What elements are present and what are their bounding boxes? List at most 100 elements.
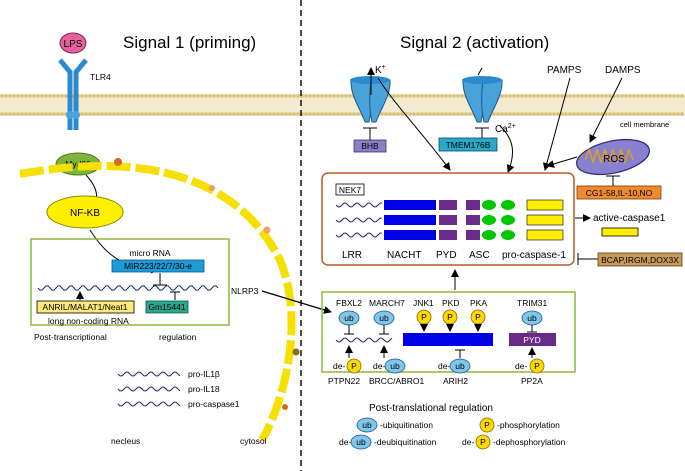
pro-il18-label: pro-IL18 — [188, 384, 220, 394]
cytosol-label: cytosol — [240, 436, 267, 446]
bhb-inhibit — [363, 127, 377, 140]
bcap-inhibit — [577, 253, 598, 265]
tmem-inhibit — [475, 127, 489, 138]
bhb-label: BHB — [361, 141, 379, 151]
microrna-label: micro RNA — [129, 248, 170, 258]
tmem176b-box — [438, 137, 498, 152]
svg-text:ub: ub — [362, 420, 372, 430]
pp2a-label: PP2A — [521, 376, 543, 386]
lncrna-box-1-label: ANRIL/MALAT1/Neat1 — [43, 302, 128, 312]
legend-ubiquitination: ub -ubiquitination — [356, 417, 433, 433]
potassium-channel — [350, 76, 391, 123]
pka-label: PKA — [470, 298, 487, 308]
post-translational-box — [321, 291, 576, 373]
ptm-connectors — [344, 324, 537, 358]
fbxl2-label: FBXL2 — [336, 298, 362, 308]
lncrna-box-2 — [145, 300, 189, 314]
nuclear-pore-dots — [114, 158, 300, 410]
jnk1-label: JNK1 — [413, 298, 434, 308]
arrow-k-complex — [377, 77, 451, 171]
arih2-label: ARIH2 — [443, 376, 468, 386]
legend-dephosphorylation: de- P -dephosphorylation — [462, 434, 566, 450]
svg-text:P: P — [484, 420, 490, 430]
arrow-pamps — [542, 77, 571, 171]
pro-il1b-label: pro-IL1β — [188, 369, 220, 379]
legend-title: Post-translational regulation — [369, 403, 493, 414]
ptm-bottom-markers: de- P de- ub de- ub de- P — [333, 358, 545, 374]
svg-text:de-: de- — [333, 361, 345, 371]
legend-phosphorylation: P -phosphorylation — [479, 417, 560, 433]
ros-inhibitor-label: CG1-58,IL-10,NO — [586, 188, 653, 198]
lps-molecule: LPS — [59, 32, 87, 54]
nuclear-envelope — [19, 161, 296, 442]
ptm-lrr-wave — [335, 337, 393, 343]
svg-text:P: P — [351, 361, 357, 371]
lncrna-inhibit — [170, 291, 180, 300]
mirna-box — [111, 259, 205, 273]
mirna-box-label: MIR223/22/7/30-e — [124, 261, 192, 271]
svg-text:P: P — [480, 437, 486, 447]
arrow-nlrp3-ptm — [261, 290, 332, 314]
cell-membrane-bilayer — [0, 94, 685, 116]
domain-label-nacht: NACHT — [387, 250, 421, 261]
brcc-label: BRCC/ABRO1 — [369, 376, 425, 386]
pamps-label: PAMPS — [547, 65, 582, 76]
arrow-ros-complex — [546, 156, 578, 168]
lps-label: LPS — [64, 39, 83, 50]
mitochondrion — [576, 138, 650, 176]
cell-membrane-label: cell membrane — [620, 120, 669, 129]
calcium-channel — [462, 76, 503, 123]
nfkb-label: NF-KB — [70, 208, 100, 219]
svg-text:de-: de- — [515, 361, 527, 371]
active-caspase-bar — [601, 227, 639, 237]
signal2-title: Signal 2 (activation) — [400, 33, 549, 52]
tmem176b-label: TMEM176B — [446, 140, 491, 150]
tlr4-label: TLR4 — [90, 72, 111, 82]
ca-ion-label: Ca2+ — [495, 123, 516, 135]
svg-text:-phosphorylation: -phosphorylation — [497, 420, 560, 430]
march7-label: MARCH7 — [369, 298, 405, 308]
domain-label-lrr: LRR — [342, 250, 362, 261]
active-caspase-label: active-caspase1 — [593, 213, 666, 224]
pro-caspase1-label: pro-caspase1 — [188, 399, 240, 409]
svg-text:ub: ub — [527, 313, 537, 323]
pro-il18-wave — [117, 386, 181, 392]
nlrp3-label: NLRP3 — [231, 286, 259, 296]
post-transcriptional-right: regulation — [159, 332, 197, 342]
post-transcriptional-left: Post-transcriptional — [34, 332, 107, 342]
mrna-wave — [37, 285, 219, 291]
svg-text:P: P — [475, 312, 481, 322]
post-transcriptional-box — [30, 238, 230, 326]
arrow-ca-complex — [499, 125, 515, 173]
nucleus-label: necleus — [111, 436, 140, 446]
domain-label-asc: ASC — [469, 250, 490, 261]
ros-label: ROS — [603, 154, 625, 165]
svg-text:P: P — [447, 312, 453, 322]
inflammasome-rows — [335, 199, 564, 241]
ptm-top-markers: ub ub P P P ub — [338, 309, 543, 326]
tlr4-receptor — [58, 58, 88, 130]
svg-text:-ubiquitination: -ubiquitination — [380, 420, 433, 430]
ptm-pyd-label: PYD — [523, 335, 540, 345]
svg-text:de-: de- — [339, 437, 351, 447]
lncrna-label: long non-coding RNA — [48, 316, 129, 326]
nfkb-node — [46, 195, 124, 229]
svg-text:P: P — [421, 312, 427, 322]
svg-text:-deubiquitination: -deubiquitination — [374, 437, 437, 447]
lncrna-box-2-label: Gm15441 — [148, 302, 186, 312]
ptm-nacht-bar — [403, 333, 493, 346]
svg-text:-dephosphorylation: -dephosphorylation — [493, 437, 566, 447]
bcap-label: BCAP,IRGM,DOX3X — [601, 255, 679, 265]
svg-text:ub: ub — [379, 313, 389, 323]
svg-text:ub: ub — [390, 361, 400, 371]
svg-text:ub: ub — [356, 437, 366, 447]
legend-deubiquitination: de- ub -deubiquitination — [339, 434, 437, 450]
pro-il1b-wave — [117, 371, 181, 377]
k-ion-label: K+ — [375, 64, 386, 76]
pkd-label: PKD — [442, 298, 459, 308]
pro-caspase1-wave — [117, 401, 181, 407]
bcap-box — [597, 252, 683, 267]
ros-inhibitor-box — [576, 185, 662, 200]
ros-inhibit — [606, 175, 620, 186]
